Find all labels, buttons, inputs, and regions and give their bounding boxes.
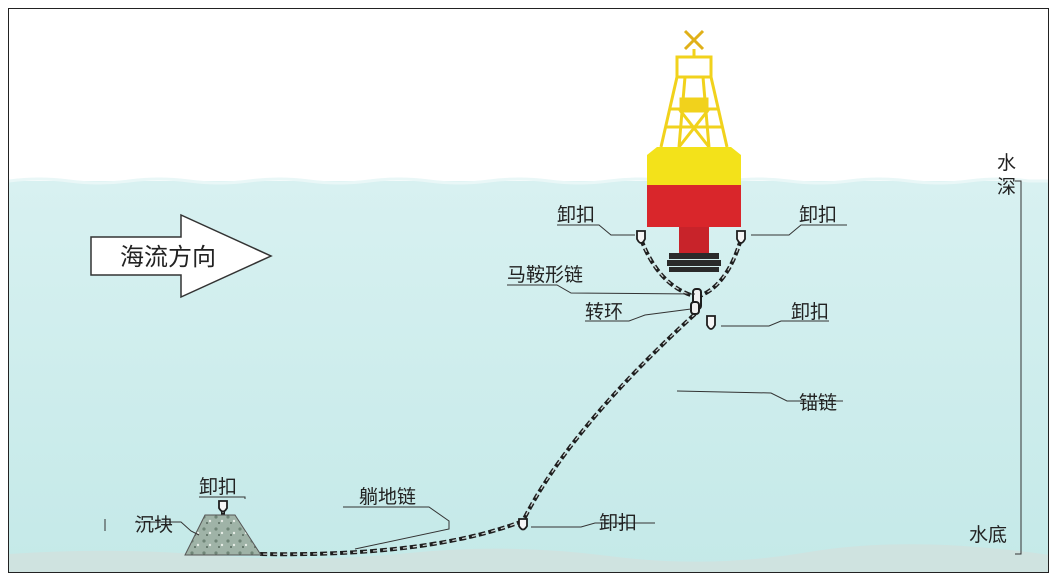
label-shackle-ground: 卸扣	[599, 512, 637, 534]
label-shackle-swivel: 卸扣	[791, 301, 829, 323]
buoy-tower	[659, 49, 729, 148]
label-shackle-sinker: 卸扣	[199, 476, 237, 498]
buoy-base	[667, 253, 721, 272]
label-ground-chain: 躺地链	[359, 486, 416, 508]
top-mark-icon	[683, 29, 705, 51]
current-direction-arrow: 海流方向	[90, 213, 273, 299]
buoy-mooring-diagram: 海流方向	[9, 29, 1048, 572]
label-swivel: 转环	[585, 301, 623, 323]
sinker-block	[184, 514, 262, 556]
leader-lines	[104, 180, 1022, 555]
navigation-buoy	[647, 29, 741, 272]
label-water-depth: 水深	[997, 152, 1016, 198]
buoy-red-body	[647, 185, 741, 227]
label-anchor-chain: 锚链	[799, 392, 837, 414]
label-seabed: 水底	[969, 524, 1007, 546]
label-shackle-buoy-right: 卸扣	[799, 204, 837, 226]
shackle-icon	[218, 230, 746, 531]
water-surface	[9, 177, 1048, 185]
bridle-chain-left	[639, 238, 698, 299]
buoy-yellow-body	[647, 147, 741, 185]
label-water-depth-text: 水	[997, 152, 1016, 174]
label-bridle-chain: 马鞍形链	[507, 264, 583, 286]
label-shackle-buoy-left: 卸扣	[557, 204, 595, 226]
buoy-neck	[679, 227, 709, 253]
label-water-depth-text-2: 深	[997, 176, 1016, 198]
bridle-chain-right-highlight	[696, 238, 742, 298]
diagram-frame: 海流方向	[8, 8, 1049, 573]
current-direction-label: 海流方向	[120, 243, 216, 271]
seabed-strip	[9, 544, 1048, 572]
swivel-icon	[690, 288, 702, 315]
label-sinker: 沉块	[135, 514, 173, 536]
